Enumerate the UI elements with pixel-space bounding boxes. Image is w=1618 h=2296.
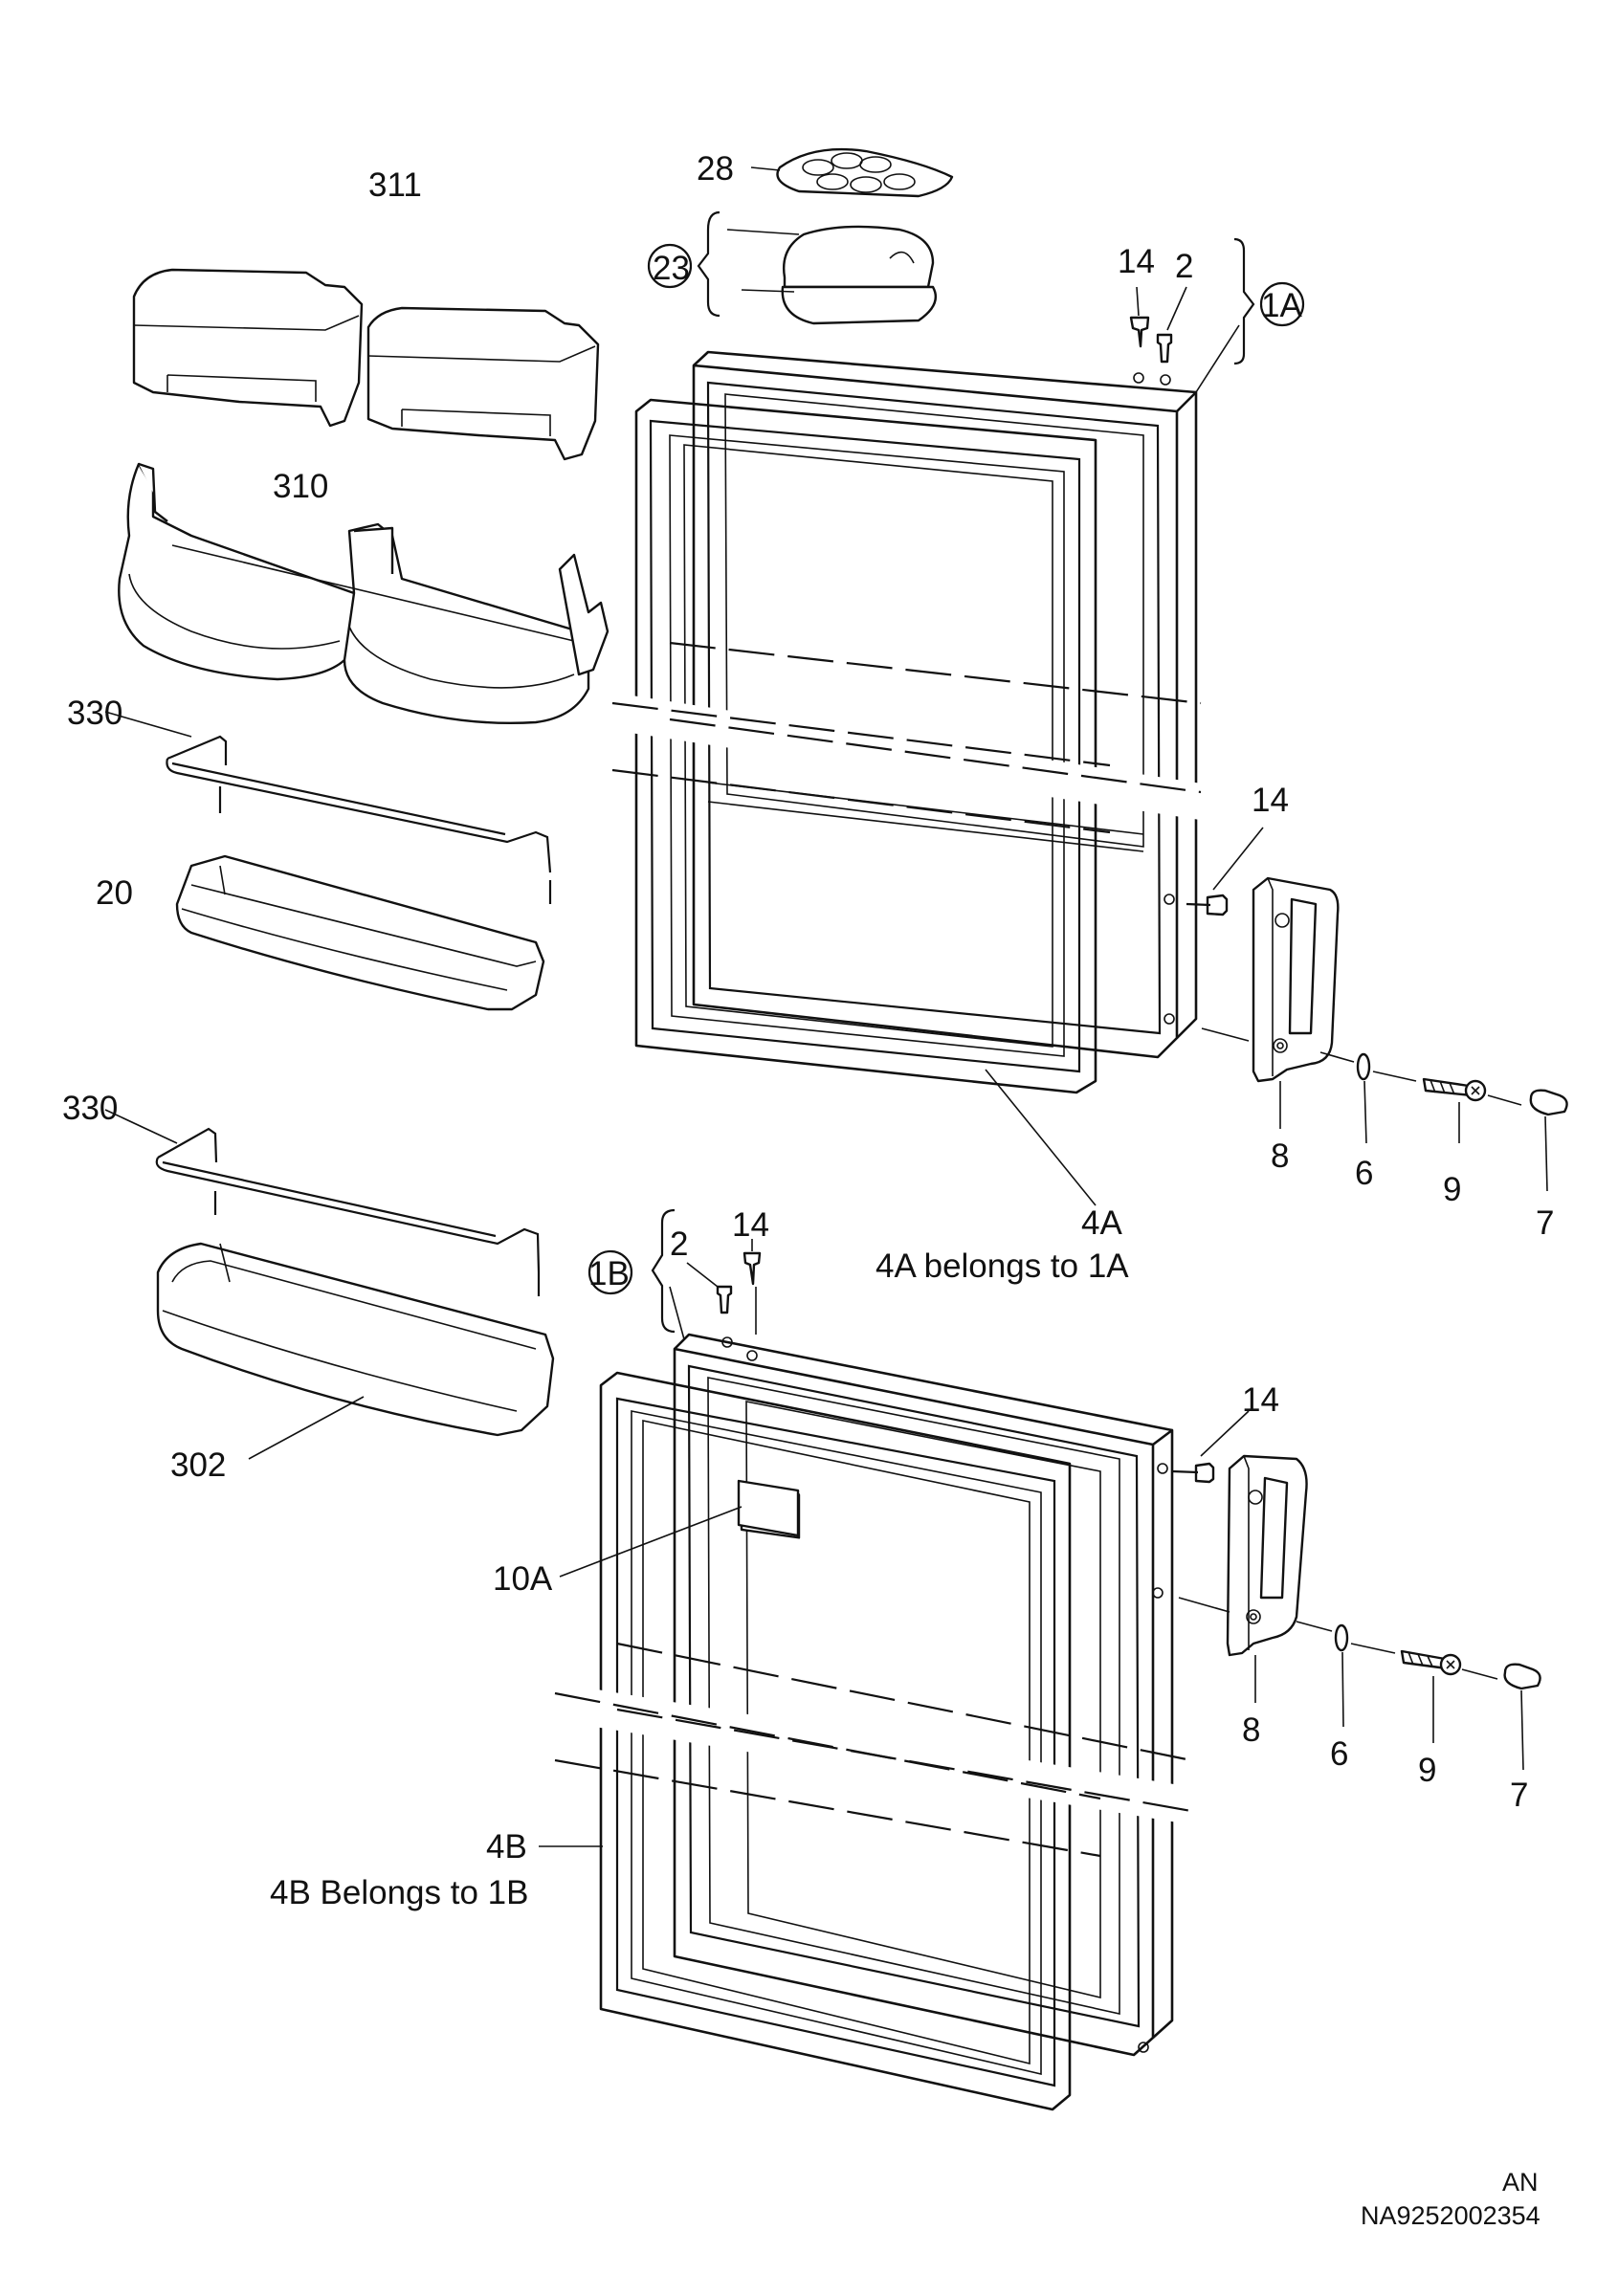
footer-lang-code: AN <box>1502 2168 1539 2197</box>
label-6-lower: 6 <box>1330 1735 1348 1773</box>
shelf-covers-311 <box>132 268 600 461</box>
upper-break-lines <box>610 641 1203 834</box>
label-14-lower-top: 14 <box>732 1206 769 1244</box>
label-1A: 1A <box>1261 287 1302 324</box>
label-1B: 1B <box>588 1255 630 1292</box>
upper-handle-8 <box>1201 876 1340 1129</box>
label-4B-note: 4B Belongs to 1B <box>270 1874 528 1911</box>
label-4B: 4B <box>486 1828 527 1866</box>
label-2-upper: 2 <box>1175 248 1193 285</box>
footer-doc-code: NA9252002354 <box>1361 2201 1540 2230</box>
label-302: 302 <box>170 1446 226 1484</box>
label-9-lower: 9 <box>1418 1752 1436 1789</box>
label-4A-note: 4A belongs to 1A <box>875 1247 1129 1285</box>
label-8-lower: 8 <box>1242 1711 1260 1749</box>
screws-top-upper <box>1129 237 1305 393</box>
rail-330-lower <box>104 1109 541 1296</box>
label-2-lower: 2 <box>670 1225 688 1263</box>
upper-fasteners <box>1319 1051 1568 1192</box>
label-28: 28 <box>697 150 734 188</box>
screws-top-lower <box>587 1208 762 1340</box>
label-20: 20 <box>96 874 133 912</box>
lower-handle-8 <box>1178 1454 1308 1703</box>
butter-dish-23 <box>647 210 938 325</box>
leader-4A <box>985 1069 1097 1206</box>
label-311: 311 <box>368 166 422 204</box>
label-330-upper: 330 <box>67 695 122 732</box>
side-screw-upper-14 <box>1186 827 1264 916</box>
upper-gasket-4A <box>634 398 1097 1094</box>
label-23: 23 <box>653 250 690 287</box>
side-screw-lower-14 <box>1171 1410 1250 1484</box>
label-330-lower: 330 <box>62 1090 118 1127</box>
leader-10A <box>559 1506 743 1578</box>
label-14-lower-side: 14 <box>1242 1381 1279 1419</box>
lower-fasteners <box>1296 1621 1541 1771</box>
door-bin-310 <box>118 462 610 725</box>
label-4A: 4A <box>1081 1204 1122 1242</box>
label-10A: 10A <box>493 1560 553 1598</box>
rail-330-upper <box>104 711 552 904</box>
label-14-upper-top: 14 <box>1118 243 1155 280</box>
label-6-upper: 6 <box>1355 1155 1373 1192</box>
label-8-upper: 8 <box>1271 1137 1289 1175</box>
egg-tray-28 <box>750 147 954 198</box>
lower-break-lines <box>553 1642 1198 1858</box>
upper-door-1A <box>692 350 1198 1059</box>
label-9-upper: 9 <box>1443 1171 1461 1208</box>
label-7-lower: 7 <box>1510 1777 1528 1814</box>
label-310: 310 <box>273 468 328 505</box>
lower-gasket-4B <box>599 1371 1072 2111</box>
label-14-upper-side: 14 <box>1252 782 1289 819</box>
door-bin-302 <box>156 1242 555 1460</box>
label-7-upper: 7 <box>1536 1204 1554 1242</box>
door-shelf-20 <box>175 854 545 1011</box>
